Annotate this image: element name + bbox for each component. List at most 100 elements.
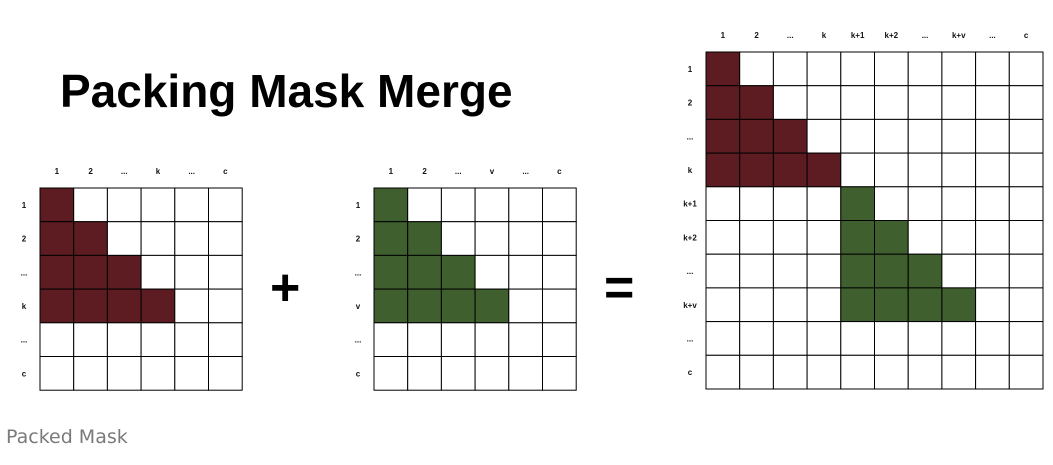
row-label: k+v: [683, 301, 697, 310]
column-label: k: [156, 167, 161, 176]
mask-cell-empty: [975, 321, 1010, 356]
mask-cell-filled: [73, 221, 108, 256]
mask-cell-filled: [73, 254, 108, 290]
mask-cell-empty: [772, 321, 808, 356]
row-label: k: [688, 166, 693, 175]
mask-cell-empty: [975, 152, 1010, 188]
mask-cell-empty: [208, 254, 243, 290]
row-label: k+2: [683, 233, 697, 242]
mask-cell-empty: [174, 356, 210, 391]
mask-cell-empty: [542, 221, 577, 256]
row-label: 2: [688, 99, 693, 108]
mask-cell-empty: [1008, 51, 1044, 87]
row-label: ...: [21, 268, 28, 277]
mask-cell-empty: [772, 85, 808, 120]
mask-cell-empty: [508, 288, 544, 324]
mask-cell-empty: [941, 152, 977, 188]
row-label: ...: [687, 132, 694, 141]
mask-cell-empty: [140, 221, 176, 256]
mask-cell-empty: [739, 287, 774, 323]
row-label: 2: [22, 235, 27, 244]
mask-cell-empty: [806, 354, 842, 390]
mask-cell-empty: [739, 220, 774, 255]
mask-cell-empty: [1008, 253, 1044, 289]
mask-cell-empty: [806, 51, 842, 87]
mask-cell-empty: [941, 118, 977, 154]
column-label: 2: [422, 167, 427, 176]
column-label: ...: [455, 167, 462, 176]
mask-cell-empty: [1008, 186, 1044, 222]
row-label: ...: [355, 336, 362, 345]
mask-cell-filled: [840, 220, 876, 255]
mask-cell-empty: [407, 356, 442, 391]
mask-cell-empty: [806, 287, 842, 323]
mask-cell-empty: [140, 254, 176, 290]
mask-cell-filled: [705, 51, 741, 87]
mask-cell-empty: [542, 322, 577, 358]
mask-cell-filled: [407, 254, 442, 290]
mask-cell-empty: [474, 254, 510, 290]
mask-cell-empty: [208, 356, 243, 391]
mask-cell-filled: [739, 152, 774, 188]
mask-cell-filled: [474, 288, 510, 324]
mask-cell-empty: [508, 221, 544, 256]
mask-cell-empty: [907, 152, 943, 188]
column-label: k+v: [952, 31, 966, 40]
mask-cell-empty: [508, 356, 544, 391]
mask-cell-empty: [840, 51, 876, 87]
column-label: c: [557, 167, 562, 176]
mask-cell-empty: [840, 321, 876, 356]
column-label: c: [223, 167, 228, 176]
mask-cell-filled: [39, 288, 75, 324]
mask-cell-empty: [208, 221, 243, 256]
mask-cell-empty: [705, 354, 741, 390]
mask-cell-empty: [140, 322, 176, 358]
mask-cell-filled: [373, 221, 409, 256]
mask-cell-empty: [508, 322, 544, 358]
row-label: ...: [687, 334, 694, 343]
mask-cell-empty: [407, 322, 442, 358]
mask-cell-empty: [941, 220, 977, 255]
row-label: k: [22, 302, 27, 311]
row-label: ...: [355, 268, 362, 277]
mask-cell-empty: [907, 354, 943, 390]
page-title: Packing Mask Merge: [60, 65, 513, 117]
mask-cell-empty: [874, 186, 909, 222]
mask-cell-empty: [772, 287, 808, 323]
mask-cell-empty: [874, 354, 909, 390]
mask-cell-empty: [174, 254, 210, 290]
mask-cell-empty: [106, 187, 142, 223]
mask-cell-empty: [542, 254, 577, 290]
row-label: 1: [356, 201, 361, 210]
column-label: ...: [522, 167, 529, 176]
mask-cell-filled: [705, 152, 741, 188]
mask-cell-filled: [874, 253, 909, 289]
mask-cell-empty: [772, 354, 808, 390]
mask-cell-empty: [739, 354, 774, 390]
mask-cell-empty: [705, 287, 741, 323]
mask-cell-empty: [474, 187, 510, 223]
mask-cell-empty: [806, 321, 842, 356]
mask-cell-empty: [73, 356, 108, 391]
mask-cell-empty: [739, 321, 774, 356]
column-label: 1: [55, 167, 60, 176]
mask-cell-empty: [975, 51, 1010, 87]
mask-cell-empty: [840, 118, 876, 154]
mask-cell-empty: [508, 187, 544, 223]
mask-cell-empty: [106, 221, 142, 256]
column-label: k: [822, 31, 827, 40]
mask-cell-empty: [907, 118, 943, 154]
mask-cell-filled: [407, 221, 442, 256]
mask-cell-empty: [174, 187, 210, 223]
mask-cell-filled: [705, 85, 741, 120]
column-label: k+1: [851, 31, 865, 40]
mask-cell-filled: [874, 220, 909, 255]
mask-cell-filled: [373, 187, 409, 223]
mask-cell-empty: [208, 288, 243, 324]
mask-cell-empty: [975, 118, 1010, 154]
mask-cell-empty: [806, 220, 842, 255]
